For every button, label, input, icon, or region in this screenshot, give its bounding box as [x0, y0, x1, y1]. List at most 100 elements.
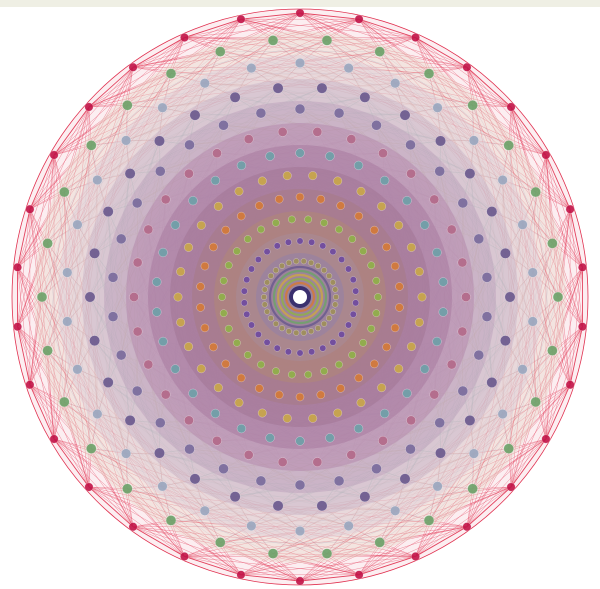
vertex — [264, 309, 270, 315]
vertex — [337, 202, 345, 210]
vertex — [578, 322, 586, 330]
vertex — [469, 449, 479, 459]
vertex — [244, 351, 251, 358]
vertex — [161, 195, 170, 204]
vertex — [297, 238, 303, 244]
vertex — [283, 171, 291, 179]
vertex — [278, 457, 287, 466]
vertex — [50, 151, 58, 159]
vertex — [418, 293, 426, 301]
vertex — [322, 549, 332, 559]
vertex — [235, 187, 243, 195]
vertex — [400, 474, 410, 484]
vertex — [278, 127, 287, 136]
vertex — [320, 243, 326, 249]
vertex — [200, 506, 210, 516]
vertex — [237, 15, 245, 23]
vertex — [333, 294, 339, 300]
vertex — [433, 103, 443, 113]
vertex — [332, 287, 338, 293]
vertex — [212, 436, 221, 445]
vertex — [373, 310, 380, 317]
vertex — [357, 187, 365, 195]
vertex — [357, 398, 365, 406]
vertex — [233, 248, 240, 255]
vertex — [158, 103, 168, 113]
vertex — [380, 176, 389, 185]
vertex — [89, 335, 99, 345]
vertex — [85, 103, 93, 111]
vertex — [125, 168, 135, 178]
vertex — [237, 571, 245, 579]
vertex — [375, 47, 385, 57]
vertex — [26, 205, 34, 213]
vertex — [326, 315, 332, 321]
vertex — [132, 198, 142, 208]
vertex — [321, 368, 328, 375]
vertex — [108, 312, 118, 322]
vertex — [108, 272, 118, 282]
vertex — [547, 346, 557, 356]
vertex — [295, 104, 305, 114]
vertex — [542, 435, 550, 443]
vertex — [13, 322, 21, 330]
vertex — [500, 248, 510, 258]
vertex — [43, 238, 53, 248]
vertex — [273, 83, 283, 93]
vertex — [184, 169, 193, 178]
vertex — [129, 63, 137, 71]
vertex — [225, 325, 232, 332]
vertex — [461, 292, 470, 301]
vertex — [200, 78, 210, 88]
vertex — [344, 63, 354, 73]
vertex — [507, 483, 515, 491]
vertex — [368, 325, 375, 332]
vertex — [272, 219, 279, 226]
vertex — [317, 195, 325, 203]
vertex — [215, 537, 225, 547]
vertex — [482, 272, 492, 282]
vertex — [308, 239, 314, 245]
vertex — [383, 343, 391, 351]
vertex — [129, 292, 138, 301]
vertex — [347, 450, 356, 459]
vertex — [116, 234, 126, 244]
vertex — [528, 317, 538, 327]
vertex — [403, 196, 412, 205]
vertex — [330, 339, 336, 345]
vertex — [279, 263, 285, 269]
vertex — [335, 226, 342, 233]
vertex — [321, 219, 328, 226]
vertex — [420, 221, 429, 230]
vertex — [296, 193, 304, 201]
vertex — [93, 175, 103, 185]
vertex — [222, 360, 230, 368]
vertex — [301, 330, 307, 336]
vertex — [355, 212, 363, 220]
vertex — [26, 381, 34, 389]
vertex — [154, 136, 164, 146]
vertex — [400, 110, 410, 120]
vertex — [447, 225, 456, 234]
vertex — [458, 386, 468, 396]
vertex — [174, 293, 182, 301]
vertex — [469, 136, 479, 146]
vertex — [295, 480, 305, 490]
vertex — [415, 318, 423, 326]
vertex — [390, 78, 400, 88]
vertex — [309, 414, 317, 422]
vertex — [296, 577, 304, 585]
vertex — [166, 69, 176, 79]
vertex — [237, 424, 246, 433]
vertex — [354, 424, 363, 433]
vertex — [256, 476, 266, 486]
vertex — [264, 249, 270, 255]
vertex — [288, 371, 295, 378]
vertex — [285, 239, 291, 245]
vertex — [326, 152, 335, 161]
vertex — [201, 324, 209, 332]
vertex — [122, 100, 132, 110]
vertex — [355, 374, 363, 382]
vertex — [317, 83, 327, 93]
vertex — [395, 283, 403, 291]
